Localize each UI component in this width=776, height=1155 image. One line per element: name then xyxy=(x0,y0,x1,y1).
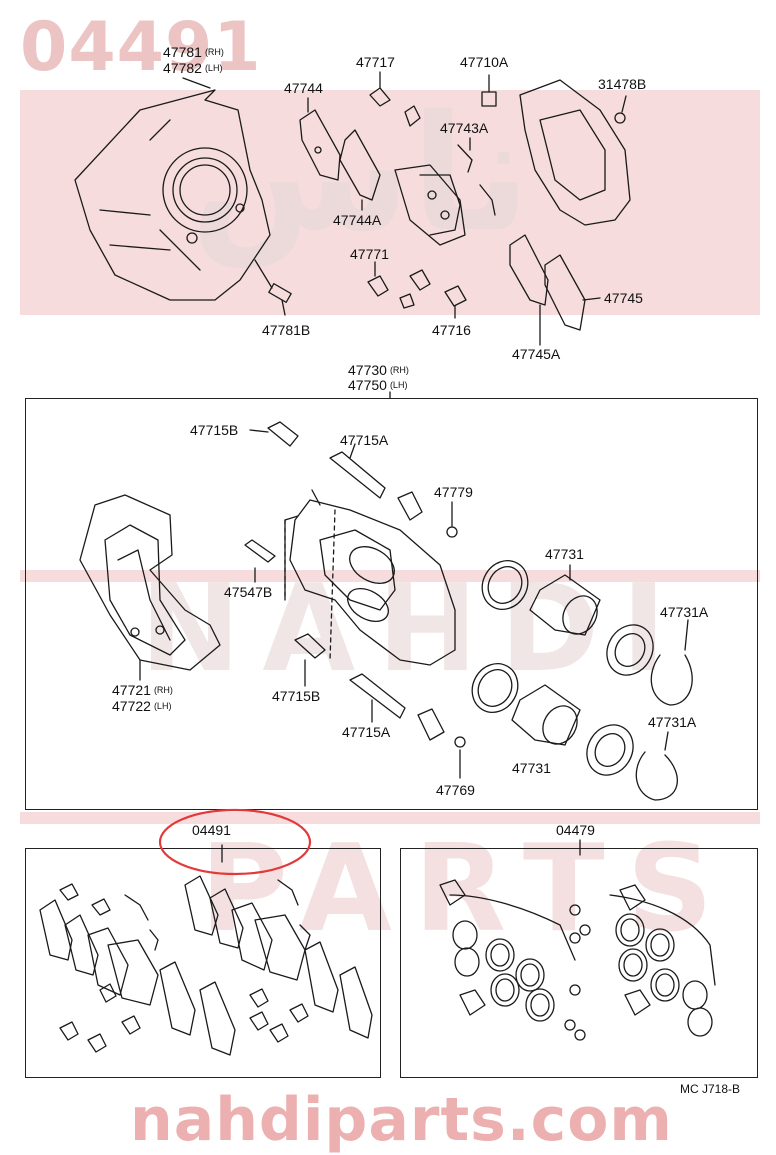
label-04491[interactable]: 04491 xyxy=(192,822,231,838)
piston-drawing xyxy=(511,564,601,746)
watermark-band-top xyxy=(20,90,760,315)
label-47779: 47779 xyxy=(434,484,473,500)
watermark-brand: NAHDI xyxy=(140,560,688,699)
label-47771: 47771 xyxy=(350,246,389,262)
label-47715a-bottom: 47715A xyxy=(342,724,391,740)
label-47710a: 47710A xyxy=(460,54,509,70)
watermark-arabic: ناس xyxy=(190,80,531,267)
clip-47771-drawing xyxy=(367,261,467,319)
mounting-bracket-drawing xyxy=(79,494,221,681)
label-47750: 47750(LH) xyxy=(348,377,408,393)
seal-kit-box xyxy=(400,848,758,1078)
caliper-top-drawing xyxy=(519,79,631,226)
label-47745: 47745 xyxy=(604,290,643,306)
pin-47715a-top-drawing xyxy=(329,443,386,499)
label-47744: 47744 xyxy=(284,80,323,96)
bolt-47710a-drawing xyxy=(481,74,497,107)
caliper-assembly-box xyxy=(25,398,758,810)
label-47731-top: 47731 xyxy=(545,546,584,562)
label-04479[interactable]: 04479 xyxy=(556,822,595,838)
pad-kit-drawing xyxy=(39,844,373,1056)
boot-top-drawing xyxy=(397,491,458,538)
seal-kit-drawing xyxy=(439,839,716,1041)
shim-47744a-drawing xyxy=(339,129,381,211)
dust-shield-drawing xyxy=(74,77,271,301)
label-47743a: 47743A xyxy=(440,120,489,136)
watermark-band-mid xyxy=(20,570,760,582)
label-47731-bottom: 47731 xyxy=(512,760,551,776)
boot-bottom-drawing xyxy=(417,708,466,779)
label-47745a: 47745A xyxy=(512,346,561,362)
label-47730: 47730(RH) xyxy=(348,362,409,378)
watermark-part-number: 04491 xyxy=(20,8,262,87)
label-47547b: 47547B xyxy=(224,584,273,600)
caliper-body-drawing xyxy=(284,489,456,666)
spring-47743a-drawing xyxy=(457,137,496,216)
label-31478b: 31478B xyxy=(598,76,647,92)
watermark-band-low xyxy=(20,812,760,824)
pin-47715a-bottom-drawing xyxy=(349,673,406,723)
label-47717: 47717 xyxy=(356,54,395,70)
label-47781b: 47781B xyxy=(262,322,311,338)
bleeder-drawing xyxy=(244,539,276,583)
pin-47715b-top-drawing xyxy=(249,421,299,447)
label-47721: 47721(RH) xyxy=(112,682,173,698)
label-47715a-top: 47715A xyxy=(340,432,389,448)
snap-ring-drawing xyxy=(635,619,693,801)
seal-ring-drawing xyxy=(471,560,529,713)
watermark-parts: PARTS xyxy=(200,820,736,959)
label-47782: 47782(LH) xyxy=(163,60,223,76)
pad-kit-box xyxy=(25,848,381,1078)
watermark-site: nahdiparts.com xyxy=(130,1085,673,1155)
pin-47715b-bottom-drawing xyxy=(294,633,326,687)
dust-boot-drawing xyxy=(586,624,654,776)
shim-47744-drawing xyxy=(299,97,341,181)
label-47715b-top: 47715B xyxy=(190,422,239,438)
label-47716: 47716 xyxy=(432,322,471,338)
pad-drawing xyxy=(394,164,466,246)
label-47781: 47781(RH) xyxy=(163,44,224,60)
label-47731a-bottom: 47731A xyxy=(648,714,697,730)
shim-47745-drawing xyxy=(509,234,601,346)
highlight-ellipse xyxy=(158,808,312,876)
label-47715b-bottom: 47715B xyxy=(272,688,321,704)
figure-reference: MC J718-B xyxy=(680,1082,741,1096)
label-47769: 47769 xyxy=(436,782,475,798)
clip-47717-drawing xyxy=(369,71,421,127)
bolt-47781b-drawing xyxy=(254,259,292,316)
label-47722: 47722(LH) xyxy=(112,698,172,714)
label-47731a-top: 47731A xyxy=(660,604,709,620)
label-47744a: 47744A xyxy=(333,212,382,228)
